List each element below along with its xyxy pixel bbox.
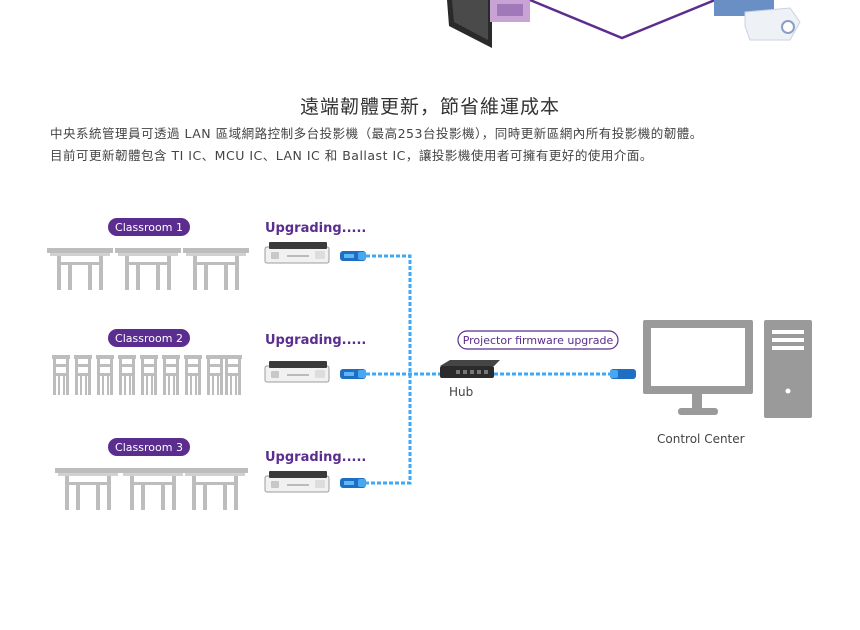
projector-icon xyxy=(264,470,330,493)
chair-icon xyxy=(118,355,136,395)
description-line-2: 目前可更新韌體包含 TI IC、MCU IC、LAN IC 和 Ballast … xyxy=(50,148,653,163)
desk-icon xyxy=(115,248,181,290)
chair-icon xyxy=(96,355,114,395)
classroom-3-group: Classroom 3 Upgrading..... xyxy=(55,438,366,510)
desk-icon xyxy=(183,248,249,290)
top-illustration xyxy=(447,0,801,48)
hub-icon xyxy=(440,360,500,378)
network-plug-icon xyxy=(610,369,636,379)
chair-icon xyxy=(184,355,202,395)
desk-icon xyxy=(120,468,186,510)
chair-icon xyxy=(52,355,70,395)
classroom-2-badge: Classroom 2 xyxy=(108,329,190,347)
section-title: 遠端韌體更新，節省維運成本 xyxy=(299,96,560,118)
network-cables xyxy=(366,254,612,485)
classroom-1-status: Upgrading..... xyxy=(265,221,366,236)
network-line xyxy=(529,0,716,40)
classroom-3-status: Upgrading..... xyxy=(265,450,366,465)
classroom-2-group: Classroom 2 Upgrading..... xyxy=(52,329,366,395)
classroom-2-status: Upgrading..... xyxy=(265,333,366,348)
desk-icon xyxy=(55,468,121,510)
classroom-1-group: Classroom 1 Upgrading..... xyxy=(47,218,366,290)
classroom-3-badge: Classroom 3 xyxy=(108,438,190,456)
projector-device-icon xyxy=(714,0,801,41)
classroom-3-label: Classroom 3 xyxy=(115,441,183,454)
description-line-1: 中央系統管理員可透過 LAN 區域網路控制多台投影機（最高253台投影機），同時… xyxy=(50,126,703,141)
pc-tower-icon xyxy=(764,320,812,418)
chair-icon xyxy=(206,355,224,395)
projector-icon xyxy=(264,360,330,383)
network-plug-icon xyxy=(340,369,366,379)
desk-icon xyxy=(47,248,113,290)
chair-icon xyxy=(224,355,242,395)
network-plug-icon xyxy=(340,478,366,488)
chair-icon xyxy=(140,355,158,395)
projector-icon xyxy=(264,241,330,264)
link-label-pill: Projector firmware upgrade xyxy=(457,330,619,350)
classroom-1-badge: Classroom 1 xyxy=(108,218,190,236)
chair-icon xyxy=(162,355,180,395)
firmware-upgrade-diagram: Classroom 1 Upgrading..... Classroom 2 U… xyxy=(47,218,812,510)
network-plug-icon xyxy=(340,251,366,261)
classroom-1-label: Classroom 1 xyxy=(115,221,183,234)
desk-icon xyxy=(182,468,248,510)
link-label: Projector firmware upgrade xyxy=(463,334,614,347)
monitor-icon xyxy=(643,320,753,415)
classroom-2-label: Classroom 2 xyxy=(115,332,183,345)
control-center-label: Control Center xyxy=(657,432,745,446)
tablet-device-icon xyxy=(447,0,530,48)
hub-label: Hub xyxy=(449,385,473,399)
chair-icon xyxy=(74,355,92,395)
